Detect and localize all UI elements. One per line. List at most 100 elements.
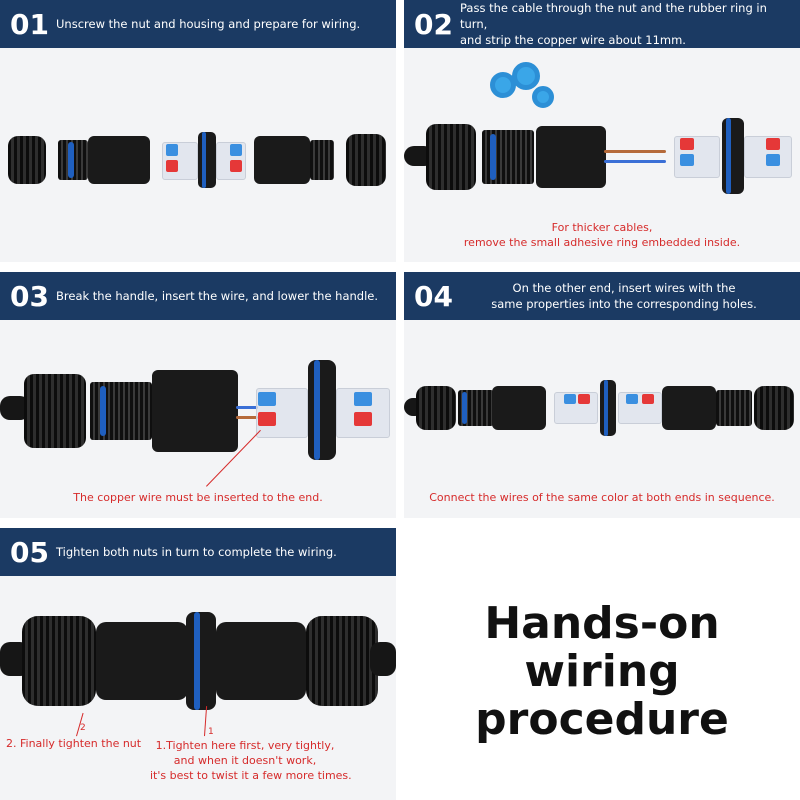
step-02-number: 02 (414, 7, 453, 41)
housing-left (492, 386, 546, 430)
center-flange (186, 612, 216, 710)
center-flange (600, 380, 616, 436)
housing-right (662, 386, 716, 430)
step-05-photo: 2 2. Finally tighten the nut 1 1.Tighten… (0, 576, 396, 800)
blue-ring (68, 142, 74, 178)
blue-ring (100, 386, 106, 436)
procedure-title: Hands-on wiring procedure (404, 600, 800, 744)
wire-blue (236, 406, 258, 409)
nut-left (416, 386, 456, 430)
step-02-text-line1: Pass the cable through the nut and the r… (460, 1, 767, 31)
nut-right (754, 386, 794, 430)
ribs-right (716, 390, 752, 426)
step-05-header: 05 Tighten both nuts in turn to complete… (0, 528, 396, 576)
step-04-text-line2: same properties into the corresponding h… (491, 297, 757, 311)
label-1-number: 1 (208, 727, 214, 737)
lever-blue-right (626, 394, 638, 404)
lever-blue (258, 392, 276, 406)
step-02-panel: 02 Pass the cable through the nut and th… (404, 0, 800, 262)
lever-red-right (642, 394, 654, 404)
step-03-header: 03 Break the handle, insert the wire, an… (0, 272, 396, 320)
step-04-text: On the other end, insert wires with the … (456, 280, 800, 312)
lever-red-left (578, 394, 590, 404)
step-03-panel: 03 Break the handle, insert the wire, an… (0, 272, 396, 518)
housing-right-ribs (310, 140, 334, 180)
lever-blue-right (230, 144, 242, 156)
housing (152, 370, 238, 452)
rubber-ring-3 (532, 86, 554, 108)
step-02-photo: For thicker cables, remove the small adh… (404, 48, 800, 262)
step-02-text: Pass the cable through the nut and the r… (456, 0, 800, 48)
step-01-header: 01 Unscrew the nut and housing and prepa… (0, 0, 396, 48)
step-04-panel: 04 On the other end, insert wires with t… (404, 272, 800, 518)
wire-blue (604, 160, 666, 163)
blue-ring (490, 134, 496, 180)
label-1-line1: 1.Tighten here first, very tightly, (155, 739, 335, 752)
step-04-photo: Connect the wires of the same color at b… (404, 320, 800, 518)
label-1-line3: it's best to twist it a few more times. (150, 769, 352, 782)
wire-brown (236, 416, 258, 419)
flange-ring (194, 612, 200, 710)
nut-left (8, 136, 46, 184)
step-04-number: 04 (414, 279, 453, 313)
lever-red (166, 160, 178, 172)
lever-blue (680, 154, 694, 166)
step-03-number: 03 (10, 279, 49, 313)
lever-blue-left (564, 394, 576, 404)
lever-blue-right (766, 154, 780, 166)
flange-ring (726, 118, 731, 194)
housing (536, 126, 606, 188)
lever-red (258, 412, 276, 426)
step-05-number: 05 (10, 535, 49, 569)
lever-blue-right (354, 392, 372, 406)
terminal-right (618, 392, 662, 424)
step-02-text-line2: and strip the copper wire about 11mm. (460, 33, 686, 47)
housing-left (88, 136, 150, 184)
step-01-text: Unscrew the nut and housing and prepare … (56, 17, 361, 31)
flange-ring (314, 360, 320, 460)
lever-red (680, 138, 694, 150)
housing-right (254, 136, 310, 184)
step-01-panel: 01 Unscrew the nut and housing and prepa… (0, 0, 396, 262)
nut-right (306, 616, 378, 706)
step-01-number: 01 (10, 7, 49, 41)
center-flange (308, 360, 336, 460)
flange-ring (604, 380, 608, 436)
title-line-1: Hands-on wiring (484, 598, 720, 697)
step-02-note-line2: remove the small adhesive ring embedded … (463, 236, 741, 249)
cable-right (370, 642, 396, 676)
title-line-2: procedure (475, 694, 729, 745)
nut-right (346, 134, 386, 186)
step-04-text-line1: On the other end, insert wires with the (512, 281, 736, 295)
housing-left (96, 622, 188, 700)
step-05-panel: 05 Tighten both nuts in turn to complete… (0, 528, 396, 800)
lever-red-right (766, 138, 780, 150)
label-1-line2: and when it doesn't work, (173, 754, 317, 767)
terminal-left (554, 392, 598, 424)
center-flange (198, 132, 216, 188)
step-03-text: Break the handle, insert the wire, and l… (56, 289, 379, 303)
label-2-number: 2 (80, 723, 86, 733)
step-02-note: For thicker cables, remove the small adh… (404, 220, 800, 250)
step-02-note-line1: For thicker cables, (551, 221, 653, 234)
lever-blue (166, 144, 178, 156)
step-04-header: 04 On the other end, insert wires with t… (404, 272, 800, 320)
label-1-line (204, 706, 208, 737)
step-04-note: Connect the wires of the same color at b… (429, 491, 775, 504)
label-2-text: 2. Finally tighten the nut (6, 737, 142, 750)
nut-left (22, 616, 96, 706)
step-03-note: The copper wire must be inserted to the … (73, 491, 323, 504)
wire-brown (604, 150, 666, 153)
step-03-photo: The copper wire must be inserted to the … (0, 320, 396, 518)
lever-red-right (230, 160, 242, 172)
ring-left (462, 392, 467, 424)
step-01-photo (0, 48, 396, 262)
step-02-header: 02 Pass the cable through the nut and th… (404, 0, 800, 48)
lever-red-right (354, 412, 372, 426)
nut (426, 124, 476, 190)
step-05-text: Tighten both nuts in turn to complete th… (56, 545, 337, 559)
rubber-ring-2 (512, 62, 540, 90)
rubber-ring-1 (490, 72, 516, 98)
nut (24, 374, 86, 448)
flange-ring (202, 132, 206, 188)
